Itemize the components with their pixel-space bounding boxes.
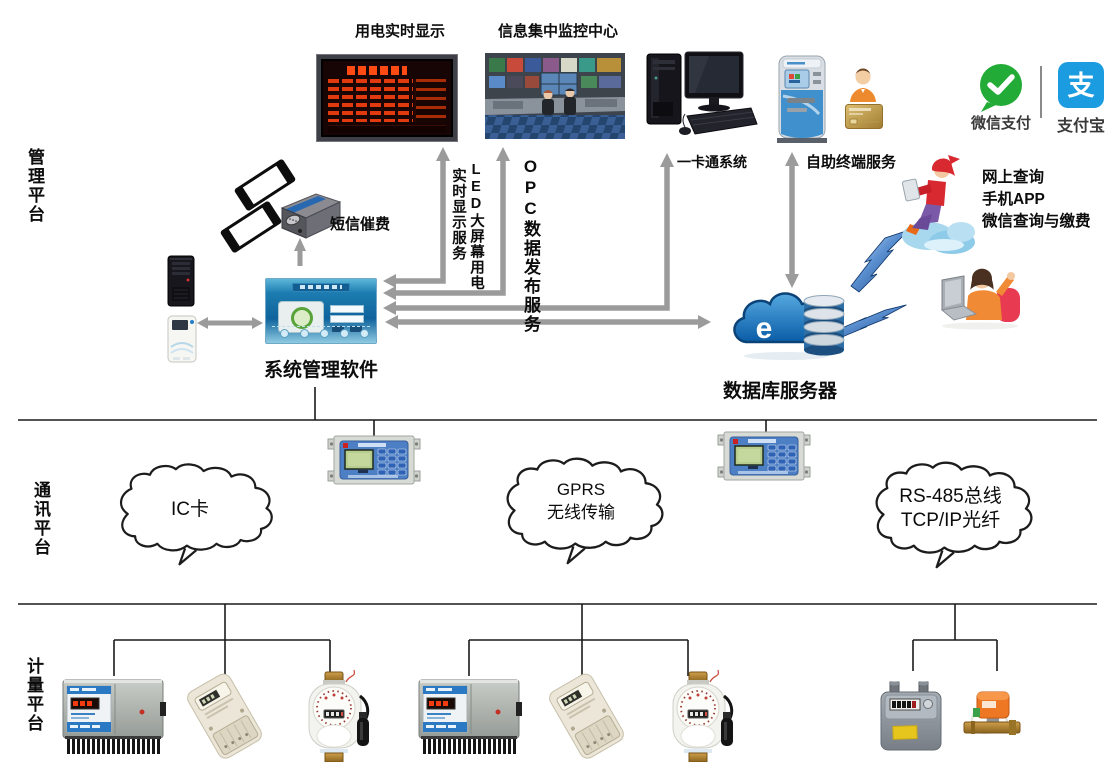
meter-tree-2	[468, 604, 689, 676]
alipay-icon: 支	[1058, 62, 1104, 108]
led-display-board	[317, 55, 457, 141]
software-reset-button	[350, 326, 362, 332]
database-label: 数据库服务器	[722, 381, 837, 402]
online-service-line: 手机APP	[982, 191, 1045, 208]
card-system-label: 一卡通系统	[677, 154, 747, 170]
software-icon-dock	[272, 326, 370, 339]
meter-tree-1	[113, 604, 331, 676]
band-label-management: 管理平台	[25, 148, 44, 224]
card-system-computer	[646, 51, 758, 135]
cloud-ic-card	[120, 463, 273, 566]
database-cylinders	[803, 295, 845, 356]
operators	[542, 88, 576, 115]
arrow-handheld-software	[197, 317, 263, 329]
software-title-text-strip	[300, 285, 342, 289]
cloud-rs485-text: RS-485总线 TCP/IP光纤	[868, 485, 1033, 533]
handheld-reader	[167, 315, 197, 363]
monitoring-center-label: 信息集中监控中心	[497, 23, 618, 40]
server-tower	[167, 255, 195, 307]
cloud-rs485-line2: TCP/IP光纤	[900, 510, 1001, 531]
rail-electric-meter-2	[418, 679, 522, 754]
online-services-text: 网上查询 手机APP 微信查询与缴费	[982, 167, 1091, 233]
led-board-label: 用电实时显示	[354, 23, 445, 40]
woman-at-laptop-illustration	[940, 268, 1020, 330]
software-dock-icon	[300, 329, 309, 338]
cloud-ic-card-text: IC卡	[170, 499, 209, 520]
database-cloud-letter: e	[756, 312, 773, 345]
gsm-modem	[280, 193, 342, 239]
sms-card-end	[275, 161, 294, 184]
arrow-kiosk-database	[785, 152, 799, 288]
online-service-line: 微信查询与缴费	[982, 213, 1091, 230]
led-board-side-panel	[414, 79, 446, 122]
band-label-communication: 通讯平台	[31, 481, 50, 557]
software-dock-icon	[320, 329, 329, 338]
meter-tree-3	[912, 604, 998, 671]
software-eco-icon	[291, 307, 313, 329]
cloud-gprs-line2: 无线传输	[547, 503, 615, 522]
led-board-title-strip	[347, 66, 407, 75]
arrow-led-display	[383, 147, 450, 288]
database-server: e	[733, 292, 845, 360]
arrow-opc-monitoring	[383, 147, 510, 300]
opc-service-label: OPC数据发布服务	[521, 157, 540, 334]
girl-on-cloud-illustration	[901, 155, 975, 254]
arrow-sms-modem	[294, 238, 306, 266]
cloud-rs485	[875, 461, 1033, 569]
user-avatar	[850, 68, 876, 102]
valve-actuator	[963, 691, 1021, 735]
monitor-wall	[489, 58, 621, 96]
software-username-field	[330, 305, 364, 313]
software-dock-icon	[360, 329, 369, 338]
led-board-rows	[328, 79, 413, 122]
kiosk-label: 自助终端服务	[806, 154, 897, 171]
rail-electric-meter-1	[62, 679, 166, 754]
software-label: 系统管理软件	[263, 360, 378, 381]
single-phase-meter-1	[187, 673, 262, 759]
cloud-gprs-line1: GPRS	[556, 480, 606, 499]
data-collector-2	[717, 431, 811, 481]
payment-divider	[1040, 66, 1042, 118]
alipay-glyph: 支	[1068, 71, 1095, 101]
cloud-rs485-line1: RS-485总线	[899, 486, 1002, 507]
management-software-screenshot	[265, 278, 377, 344]
band-label-metering: 计量平台	[24, 657, 43, 733]
arrow-database-link	[385, 315, 711, 329]
led-service-label-col-right: LED大屏幕用电	[468, 162, 484, 291]
cloud-gprs	[506, 457, 664, 565]
monitoring-center-photo	[485, 53, 625, 139]
led-board-bottom-strip	[328, 125, 446, 133]
wechat-pay-icon	[980, 64, 1022, 112]
software-password-field	[330, 315, 364, 323]
software-login-button	[332, 326, 344, 332]
self-service-kiosk	[777, 55, 827, 143]
software-titlebar	[292, 283, 350, 292]
led-service-label-col-left: 实时显示服务	[450, 168, 466, 261]
alipay-label: 支付宝	[1056, 118, 1105, 135]
single-phase-meter-2	[549, 673, 624, 759]
data-collector-1	[327, 435, 421, 485]
gold-card	[845, 104, 883, 129]
gas-meter	[880, 681, 942, 751]
online-service-line: 网上查询	[982, 169, 1045, 186]
smart-water-meter-1	[308, 669, 370, 762]
smart-water-meter-2	[672, 669, 734, 762]
software-dock-icon	[280, 329, 289, 338]
sms-card-end	[222, 228, 241, 251]
wechat-pay-label: 微信支付	[970, 115, 1031, 132]
sms-label: 短信催费	[329, 216, 390, 233]
software-dock-icon	[340, 329, 349, 338]
sms-card-end	[236, 186, 255, 209]
cloud-gprs-text: GPRS 无线传输	[506, 478, 656, 524]
checker-floor	[485, 115, 625, 139]
